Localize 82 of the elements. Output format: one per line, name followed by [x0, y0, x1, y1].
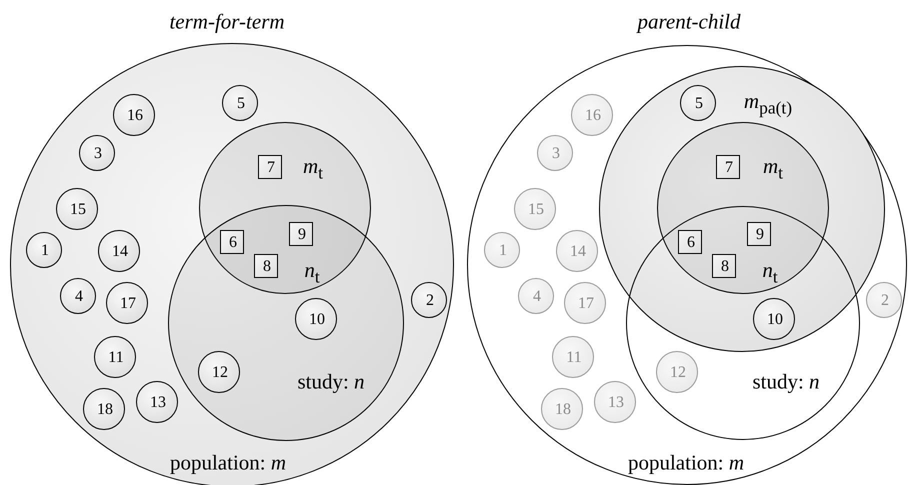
item-number: 10 [767, 312, 783, 328]
set-label: n$_{t}$ [304, 260, 320, 286]
set-label: population: m [628, 452, 744, 474]
item-number: 15 [528, 202, 544, 218]
item-number: 12 [212, 365, 228, 381]
set-label: study: n [752, 372, 820, 392]
item-number: 12 [670, 365, 686, 381]
item-number: 18 [555, 402, 571, 418]
item-circle [556, 230, 598, 272]
item-number: 5 [695, 96, 703, 112]
item-number: 16 [585, 108, 601, 124]
item-number: 2 [426, 293, 434, 309]
item-number: 6 [229, 235, 237, 251]
item-number: 13 [150, 395, 166, 411]
item-number: 7 [725, 160, 733, 176]
item-circle [60, 278, 96, 314]
set-label: m$_{t}$ [302, 156, 324, 182]
item-circle [564, 282, 606, 324]
item-square [678, 230, 702, 254]
item-square [258, 155, 282, 179]
item-square [254, 254, 278, 278]
panel-title: term-for-term [169, 12, 285, 32]
set-label: population: m [170, 452, 286, 474]
item-number: 3 [94, 146, 102, 162]
item-circle [514, 188, 556, 230]
item-circle [26, 232, 62, 268]
item-number: 13 [608, 395, 624, 411]
item-number: 10 [309, 312, 325, 328]
item-number: 11 [566, 350, 582, 366]
item-circle [537, 135, 573, 171]
item-circle [94, 336, 136, 378]
item-circle [552, 336, 594, 378]
item-circle [866, 282, 902, 318]
item-circle [198, 351, 240, 393]
item-number: 6 [687, 235, 695, 251]
item-number: 17 [578, 296, 594, 312]
item-circle [56, 188, 98, 230]
item-number: 9 [756, 227, 764, 243]
item-number: 17 [120, 296, 136, 312]
item-circle [680, 85, 716, 121]
item-number: 8 [721, 259, 729, 275]
item-circle [518, 278, 554, 314]
item-circle [411, 282, 447, 318]
item-square [220, 230, 244, 254]
item-circle [136, 381, 178, 423]
item-number: 14 [112, 244, 128, 260]
item-circle [571, 94, 613, 136]
item-square [289, 222, 313, 246]
panel-title: parent-child [637, 12, 741, 32]
item-circle [113, 94, 155, 136]
item-square [712, 254, 736, 278]
item-number: 15 [70, 202, 86, 218]
item-circle [656, 351, 698, 393]
item-number: 4 [75, 289, 83, 305]
set-label: study: n [297, 372, 365, 392]
item-circle [106, 282, 148, 324]
item-number: 3 [552, 146, 560, 162]
item-circle [98, 230, 140, 272]
item-circle [295, 298, 337, 340]
item-circle [222, 85, 258, 121]
item-number: 18 [97, 402, 113, 418]
item-number: 4 [533, 289, 541, 305]
item-circle [83, 388, 125, 430]
set-label: n$_{t}$ [762, 260, 778, 286]
item-circle [484, 232, 520, 268]
item-number: 9 [298, 227, 306, 243]
set-label: m$_{pa(t)}$ [744, 91, 792, 117]
item-square [747, 222, 771, 246]
item-number: 5 [237, 96, 245, 112]
item-circle [594, 381, 636, 423]
item-number: 11 [108, 350, 124, 366]
item-number: 1 [499, 243, 507, 259]
item-number: 14 [570, 244, 586, 260]
item-number: 2 [881, 293, 889, 309]
item-number: 7 [267, 160, 275, 176]
item-number: 16 [127, 108, 143, 124]
item-number: 8 [263, 259, 271, 275]
item-circle [79, 135, 115, 171]
set-label: m$_{t}$ [762, 156, 784, 182]
item-number: 1 [41, 243, 49, 259]
item-circle [541, 388, 583, 430]
item-square [716, 155, 740, 179]
